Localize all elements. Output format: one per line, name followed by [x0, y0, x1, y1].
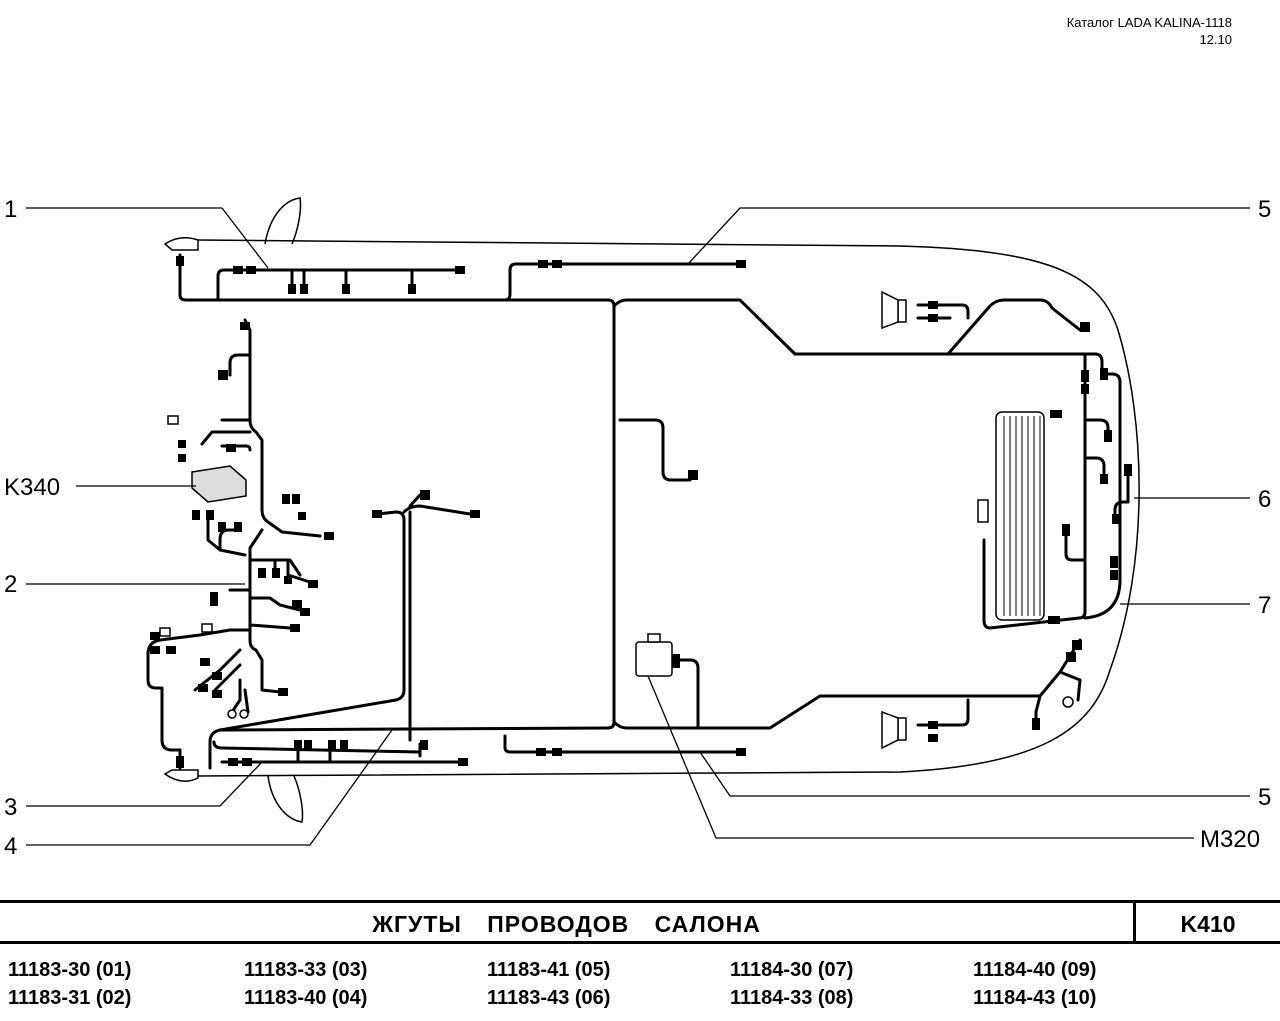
part-number: 11184-43 (10): [973, 987, 1097, 1009]
part-number: 11183-43 (06): [487, 987, 611, 1009]
part-numbers: 11183-30 (01) 11183-31 (02) 11183-33 (03…: [0, 956, 1280, 1016]
heater-connector: [977, 499, 989, 523]
callout-m320: M320: [1200, 826, 1260, 853]
part-number: 11183-31 (02): [8, 987, 132, 1009]
part-number: 11183-33 (03): [244, 959, 368, 981]
callout-7: 7: [1258, 592, 1271, 619]
front-door-switch: [163, 237, 199, 251]
callout-5-top: 5: [1258, 196, 1271, 223]
rear-door-switch: [163, 769, 199, 782]
callout-5-bottom: 5: [1258, 784, 1271, 811]
components: [159, 237, 1074, 782]
m320-module: [635, 641, 673, 677]
rear-right-speaker-icon: [881, 710, 907, 750]
part-number: 11183-41 (05): [487, 959, 611, 981]
part-number-column: 11183-33 (03) 11183-40 (04): [244, 956, 367, 1012]
part-number-column: 11183-30 (01) 11183-31 (02): [8, 956, 131, 1012]
callout-2: 2: [4, 571, 17, 598]
part-number-column: 11184-30 (07) 11184-33 (08): [730, 956, 853, 1012]
wiring-harness: [146, 253, 1130, 770]
diagram-title: ЖГУТЫ ПРОВОДОВ САЛОНА: [372, 911, 761, 937]
part-number: 11183-30 (01): [8, 959, 132, 981]
part-number: 11184-40 (09): [973, 959, 1097, 981]
page-header: Каталог LADA KALINA-1118 12.10: [1067, 14, 1232, 48]
rear-left-speaker-icon: [881, 290, 907, 330]
callout-3: 3: [4, 794, 17, 821]
title-bar: ЖГУТЫ ПРОВОДОВ САЛОНА K410: [0, 900, 1280, 944]
wiring-diagram: 1 K340 2 3 4 5 6 7 5 M320: [4, 196, 1271, 860]
catalog-title: Каталог LADA KALINA-1118: [1066, 15, 1232, 30]
catalog-date: 12.10: [1199, 32, 1232, 47]
callout-1: 1: [4, 196, 17, 223]
leader-lines: [26, 207, 1250, 846]
diagram-code: K410: [1180, 911, 1236, 937]
part-number: 11184-33 (08): [730, 987, 854, 1009]
part-number-column: 11183-41 (05) 11183-43 (06): [487, 956, 610, 1012]
rear-window-heater: [995, 411, 1045, 621]
car-body-outline: [197, 197, 1140, 823]
callout-k340: K340: [4, 474, 60, 501]
connectors: [150, 256, 1132, 768]
callout-6: 6: [1258, 486, 1271, 513]
callout-4: 4: [4, 833, 17, 860]
left-rear-mirror: [267, 775, 304, 823]
k340-block: [191, 465, 247, 503]
part-number-column: 11184-40 (09) 11184-43 (10): [973, 956, 1096, 1012]
part-number: 11184-30 (07): [730, 959, 854, 981]
left-front-mirror: [264, 197, 302, 245]
part-number: 11183-40 (04): [244, 987, 368, 1009]
title-divider: [1133, 903, 1136, 941]
